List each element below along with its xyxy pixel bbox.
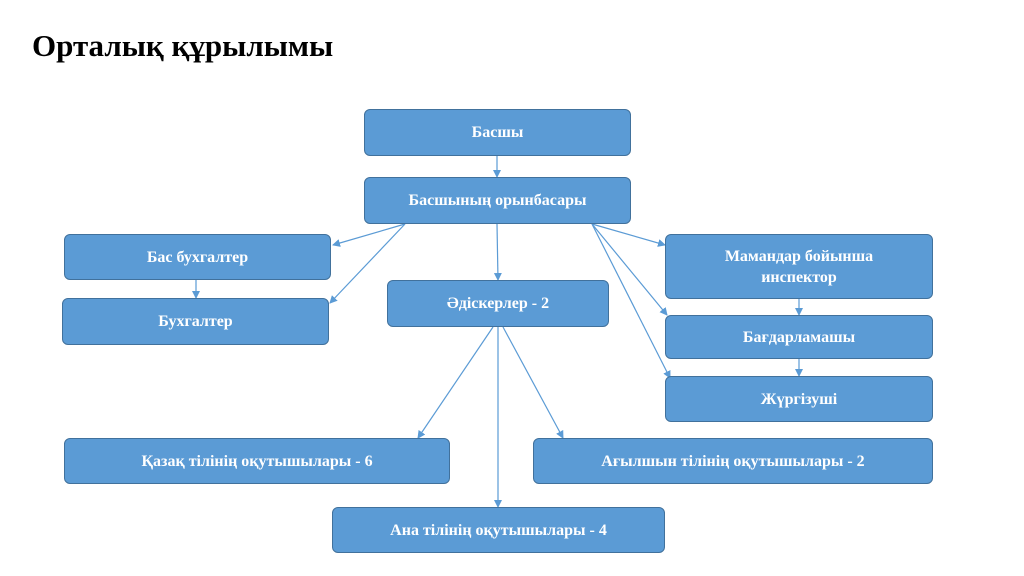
node-head: Басшы <box>364 109 631 156</box>
node-driver: Жүргізуші <box>665 376 933 422</box>
connector-deputy-programmer <box>591 223 668 316</box>
node-deputy: Басшының орынбасары <box>364 177 631 224</box>
connector-methodists-english <box>502 326 564 439</box>
connector-methodists-kazakh <box>417 326 494 439</box>
connector-deputy-specialist <box>591 223 666 247</box>
connector-deputy-chief-accountant <box>332 223 406 247</box>
node-specialist-inspector: Мамандар бойынша инспектор <box>665 234 933 299</box>
node-english-teachers: Ағылшын тілінің оқутышылары - 2 <box>533 438 933 484</box>
node-accountant: Бухгалтер <box>62 298 329 345</box>
page-title: Орталық құрылымы <box>32 28 334 63</box>
connector-deputy-driver <box>591 223 671 379</box>
connector-deputy-methodists <box>493 223 502 281</box>
node-native-teachers: Ана тілінің оқутышылары - 4 <box>332 507 665 553</box>
connector-deputy-accountant <box>329 223 406 304</box>
node-programmer: Бағдарламашы <box>665 315 933 359</box>
node-kazakh-teachers: Қазақ тілінің оқутышылары - 6 <box>64 438 450 484</box>
node-methodists: Әдіскерлер - 2 <box>387 280 609 327</box>
node-chief-accountant: Бас бухгалтер <box>64 234 331 280</box>
